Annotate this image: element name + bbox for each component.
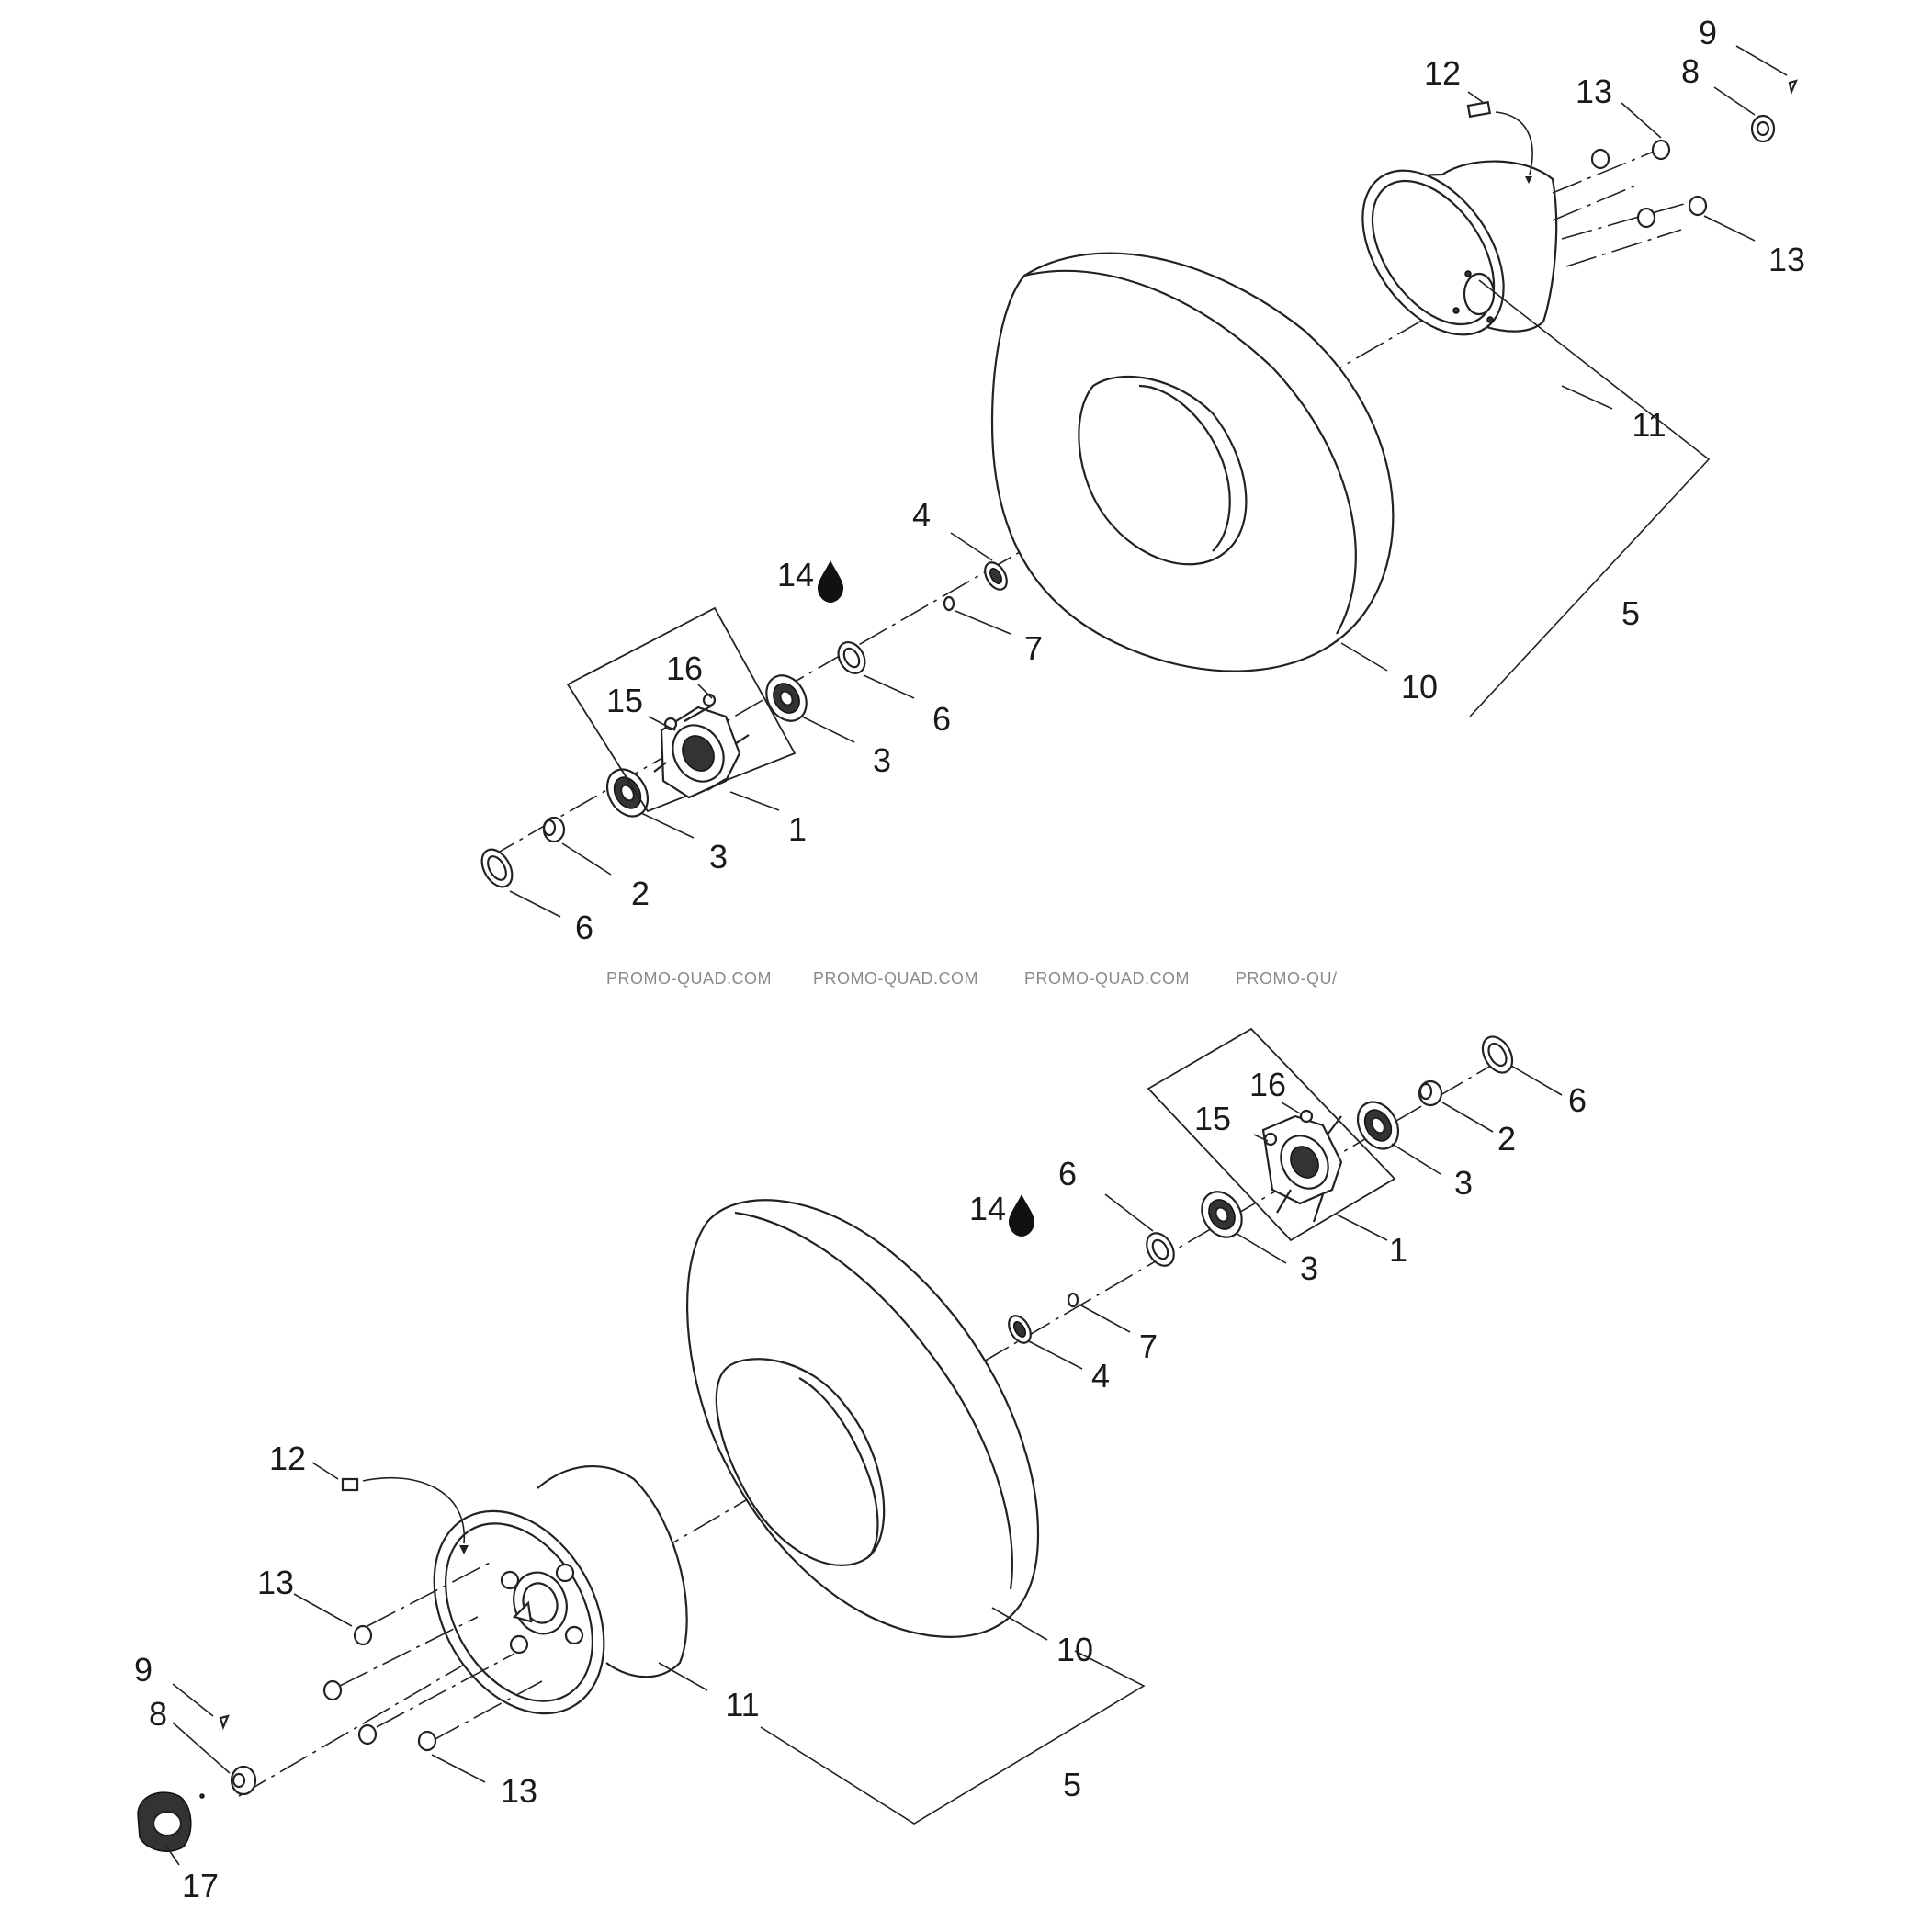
label-hub-cap: 17 (182, 1867, 219, 1904)
tire-part (686, 1199, 1040, 1638)
label-seal: 4 (1091, 1357, 1110, 1395)
tire-part (990, 252, 1395, 672)
hub-cap-part (137, 1791, 192, 1852)
assembly-rear-top: 9 8 12 13 13 11 5 10 4 14 7 16 15 6 3 1 … (480, 14, 1805, 946)
label-valve: 12 (1424, 54, 1461, 92)
label-tire: 10 (1401, 668, 1438, 706)
valve-part (341, 1477, 359, 1492)
cotter-pin-part (1788, 79, 1798, 96)
spacer-part (1418, 1079, 1443, 1107)
label-circlip: 7 (1139, 1328, 1158, 1365)
valve-arrow (1495, 111, 1533, 175)
assembly-front-bottom: 6 2 3 16 15 1 3 6 14 7 4 10 5 11 13 13 1… (134, 1027, 1587, 1904)
spacer-part (542, 816, 566, 843)
label-cotter-pin: 9 (134, 1651, 153, 1689)
label-oil-seal: 6 (575, 909, 593, 946)
oil-drop-icon (818, 560, 843, 603)
rim-part (433, 1465, 688, 1715)
leader-lines-top (509, 45, 1788, 918)
label-valve: 12 (269, 1440, 306, 1477)
leader-lines-bottom (164, 1065, 1563, 1866)
label-grease: 14 (777, 556, 814, 593)
circlip-part (1067, 1292, 1079, 1308)
label-hub: 1 (1389, 1231, 1407, 1269)
watermark-text: PROMO-QUAD.COM (1024, 969, 1190, 988)
watermark-text: PROMO-QUAD.COM (606, 969, 772, 988)
seal-part (984, 561, 1008, 591)
label-wheel-nut: 13 (501, 1772, 537, 1810)
label-tire: 10 (1056, 1631, 1093, 1668)
label-seal: 4 (912, 496, 931, 534)
label-bearing: 3 (873, 741, 891, 779)
label-wheel-nut: 13 (1576, 73, 1612, 110)
label-oil-seal: 6 (932, 700, 951, 738)
bearing-part (605, 768, 650, 818)
label-oil-seal: 6 (1568, 1081, 1587, 1119)
valve-arrow (362, 1476, 465, 1544)
label-spacer: 2 (631, 875, 650, 912)
oil-seal-part (1481, 1035, 1514, 1074)
cotter-pin-part (219, 1714, 230, 1731)
axis-line (486, 266, 1517, 860)
hub-part (1261, 1114, 1343, 1223)
valve-arrowhead (1525, 176, 1532, 184)
valve-part (1466, 100, 1492, 119)
label-hub-stud: 15 (1194, 1100, 1231, 1137)
label-cotter-pin: 9 (1699, 14, 1717, 51)
hub-stud (1299, 1109, 1314, 1124)
label-spacer: 2 (1497, 1120, 1516, 1158)
valve-arrowhead (459, 1545, 469, 1554)
hub-frame (1147, 1027, 1396, 1242)
label-hub-stud: 15 (606, 682, 643, 719)
bearing-part (765, 674, 808, 722)
oil-drop-icon (1009, 1194, 1034, 1237)
watermark-text: PROMO-QUAD.COM (813, 969, 978, 988)
label-hub-stud: 16 (666, 650, 703, 687)
oil-seal-part (1146, 1232, 1175, 1267)
circlip-part (943, 595, 955, 612)
label-wheel-assembly: 5 (1621, 594, 1640, 632)
label-rim: 11 (725, 1686, 759, 1723)
seal-part (1008, 1315, 1032, 1344)
label-axle-nut: 8 (1681, 52, 1700, 90)
label-wheel-assembly: 5 (1063, 1766, 1081, 1803)
oil-seal-part (837, 641, 866, 674)
label-oil-seal: 6 (1058, 1155, 1077, 1192)
label-axle-nut: 8 (149, 1695, 167, 1733)
label-wheel-nut: 13 (257, 1564, 294, 1601)
label-grease: 14 (969, 1190, 1006, 1227)
hub-frame (566, 606, 797, 813)
watermark: PROMO-QUAD.COM PROMO-QUAD.COM PROMO-QUAD… (606, 969, 1338, 988)
label-hub-stud: 16 (1249, 1066, 1286, 1103)
hub-stud (1263, 1132, 1278, 1147)
label-rim: 11 (1632, 406, 1666, 444)
wheel-studs (199, 1561, 543, 1799)
bearing-part (1201, 1191, 1243, 1238)
watermark-text: PROMO-QU/ (1236, 969, 1338, 988)
label-bearing: 3 (1300, 1249, 1318, 1287)
label-wheel-nut: 13 (1768, 241, 1805, 278)
bearing-part (1356, 1101, 1400, 1150)
label-bearing: 3 (1454, 1164, 1473, 1202)
wheel-studs (1552, 114, 1776, 267)
oil-seal-part (480, 848, 514, 888)
rim-part (1361, 160, 1558, 336)
label-bearing: 3 (709, 838, 728, 876)
label-circlip: 7 (1024, 629, 1043, 667)
label-hub: 1 (788, 810, 807, 848)
hub-part (653, 705, 750, 799)
